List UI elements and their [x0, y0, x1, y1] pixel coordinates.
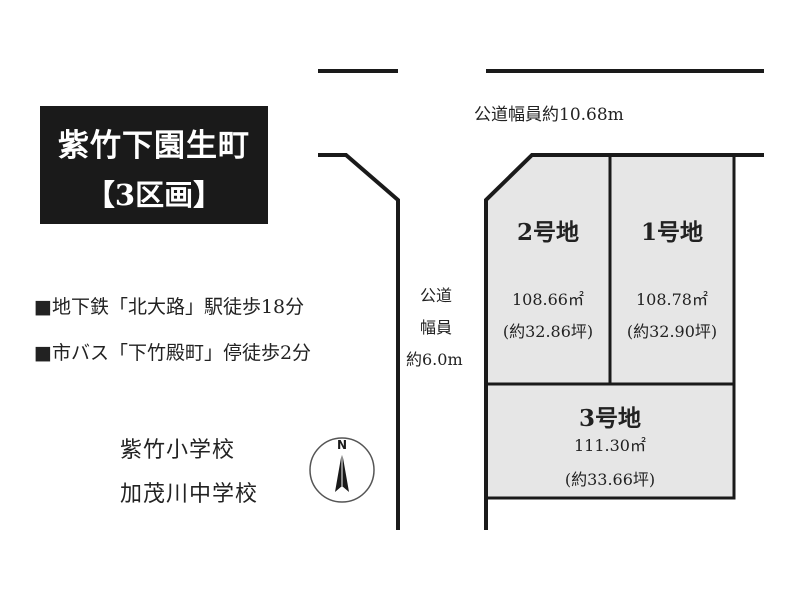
lot-2-area: 108.66㎡ — [512, 290, 584, 309]
lot-3-number: 3号地 — [578, 405, 641, 432]
west-road-label-2: 幅員 — [420, 318, 453, 337]
lot-2-number: 2号地 — [516, 219, 579, 246]
lot-3-area: 111.30㎡ — [574, 436, 646, 455]
west-road-label-3: 約6.0m — [406, 350, 463, 369]
lot-1-tsubo: (約32.90坪) — [626, 322, 718, 341]
school-junior-high: 加茂川中学校 — [120, 482, 259, 507]
compass-icon — [309, 437, 375, 503]
north-road-label: 公道幅員約10.68m — [474, 105, 624, 125]
access-bus: ■市バス「下竹殿町」停徒歩2分 — [34, 342, 312, 364]
east-road-edge — [484, 153, 764, 530]
school-elementary: 紫竹小学校 — [120, 438, 236, 463]
compass-north-label: N — [337, 438, 347, 452]
lot-1-number: 1号地 — [640, 219, 703, 246]
title-box: 紫竹下園生町 【3区画】 — [40, 106, 268, 224]
lot-count-label: 【3区画】 — [85, 178, 223, 212]
lot-1-shape — [608, 153, 736, 386]
lot-2-shape — [484, 153, 612, 386]
page-title: 紫竹下園生町 — [58, 128, 250, 164]
west-road-edge-left — [318, 153, 400, 530]
lot-3-tsubo: (約33.66坪) — [564, 470, 656, 489]
lot-2-tsubo: (約32.86坪) — [502, 322, 594, 341]
lot-1-area: 108.78㎡ — [636, 290, 708, 309]
access-subway: ■地下鉄「北大路」駅徒歩18分 — [34, 296, 305, 318]
west-road-label-1: 公道 — [420, 286, 453, 305]
